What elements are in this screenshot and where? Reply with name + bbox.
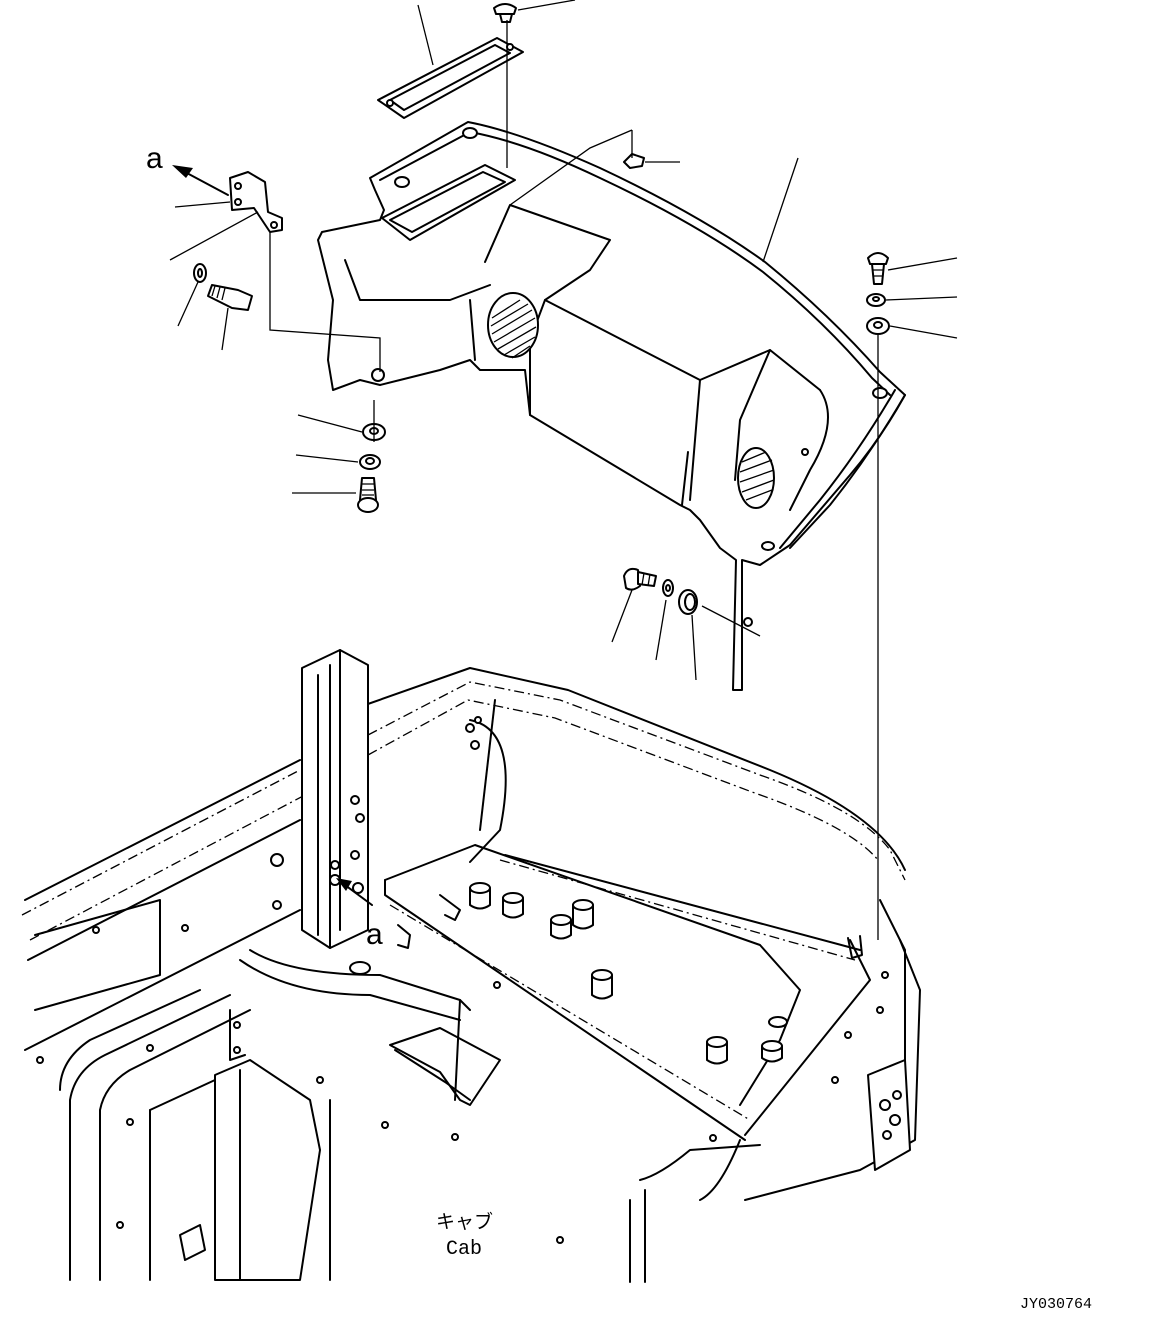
- washer-icon: [193, 263, 207, 283]
- bolt-icon: [357, 477, 379, 513]
- view-marker-bottom: a: [366, 918, 383, 951]
- bolt-icon: [207, 284, 253, 311]
- bolt-icon: [867, 252, 889, 285]
- drawing-number: JY030764: [1020, 1296, 1092, 1313]
- washer-icon: [662, 579, 674, 597]
- bracket: [229, 171, 283, 233]
- view-arrow-icon: [336, 878, 373, 906]
- clip: [493, 3, 517, 23]
- bolt-icon: [623, 567, 657, 591]
- washer-icon: [866, 317, 890, 335]
- standoff-row: [469, 882, 788, 1065]
- view-arrow-icon: [172, 165, 229, 196]
- rear-cover-panel: [317, 121, 906, 691]
- cab-label-japanese: キャブ: [436, 1210, 493, 1233]
- cab-label-english: Cab: [446, 1238, 482, 1261]
- leader-lines: [169, 0, 958, 940]
- washer-icon: [359, 454, 381, 470]
- washer-icon: [623, 153, 645, 169]
- speaker-grille-icon: [737, 447, 775, 509]
- view-marker-top: a: [146, 142, 163, 175]
- speaker-grille-icon: [487, 292, 539, 359]
- washer-icon: [866, 293, 886, 307]
- grommet-icon: [678, 589, 698, 615]
- rivets: [36, 924, 889, 1244]
- cab-frame: [21, 649, 921, 1283]
- gasket-plate: [377, 37, 524, 119]
